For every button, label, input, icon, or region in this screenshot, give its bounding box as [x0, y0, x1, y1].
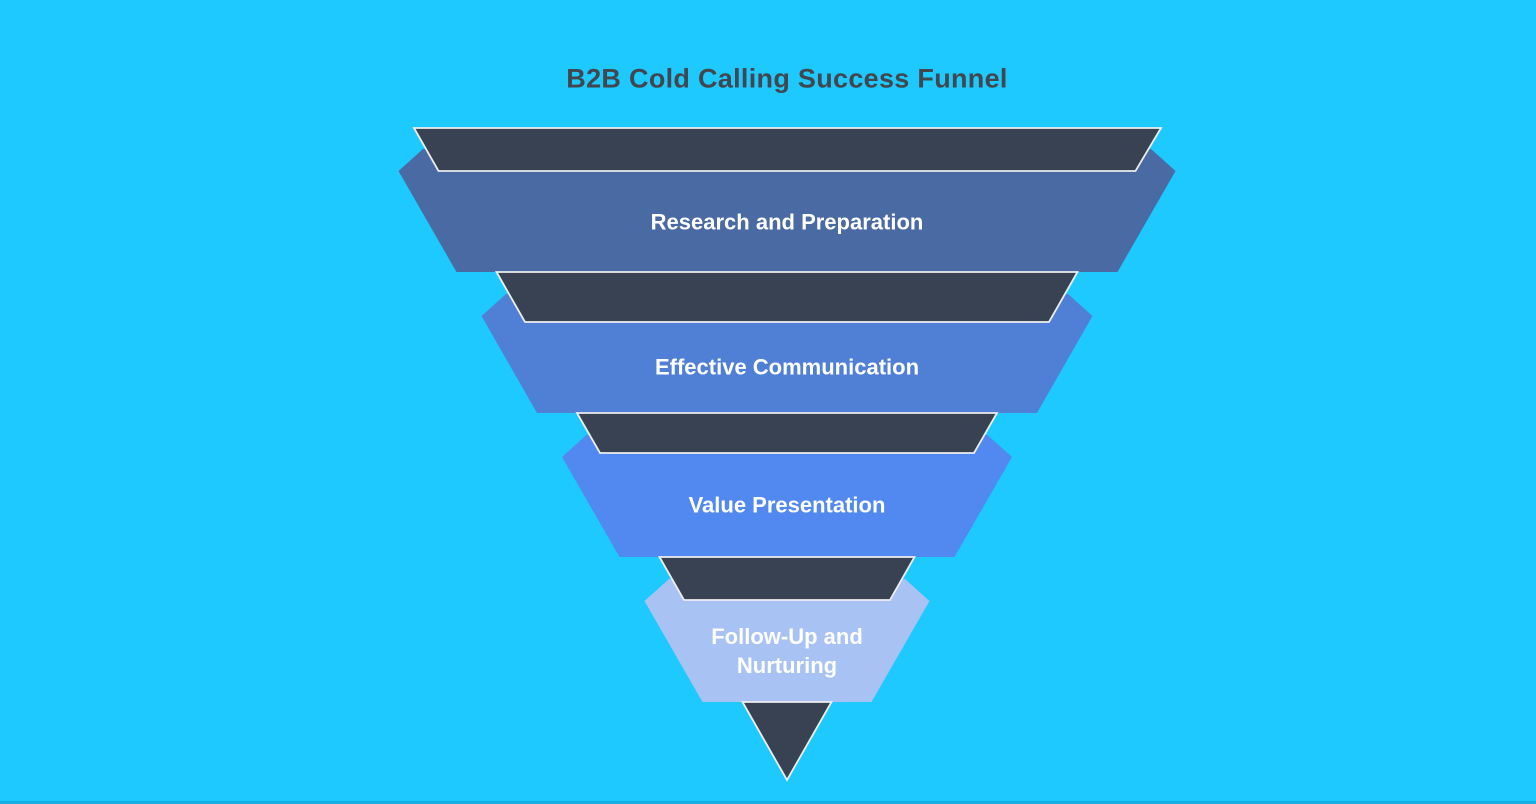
funnel-tier-3-band: [562, 435, 1012, 557]
funnel-tier-4-label: Follow-Up and Nurturing: [711, 623, 863, 678]
funnel-core-neck-3: [657, 556, 917, 601]
page-title: B2B Cold Calling Success Funnel: [566, 63, 1008, 94]
funnel-core-tip: [740, 701, 834, 782]
bottom-edge-strip: [0, 801, 1536, 804]
funnel-tier-4-band: [644, 579, 930, 702]
funnel-core-neck-2: [575, 412, 999, 454]
funnel-tier-3-label: Value Presentation: [688, 492, 886, 518]
funnel-tier-1-label: Research and Preparation: [650, 209, 924, 235]
funnel-core-top-cap: [412, 127, 1163, 172]
funnel-tier-1-band: [398, 149, 1176, 272]
funnel-tier-2-label: Effective Communication: [654, 354, 920, 380]
funnel-tier-2-band: [481, 294, 1093, 413]
funnel-core-neck-1: [494, 271, 1080, 323]
